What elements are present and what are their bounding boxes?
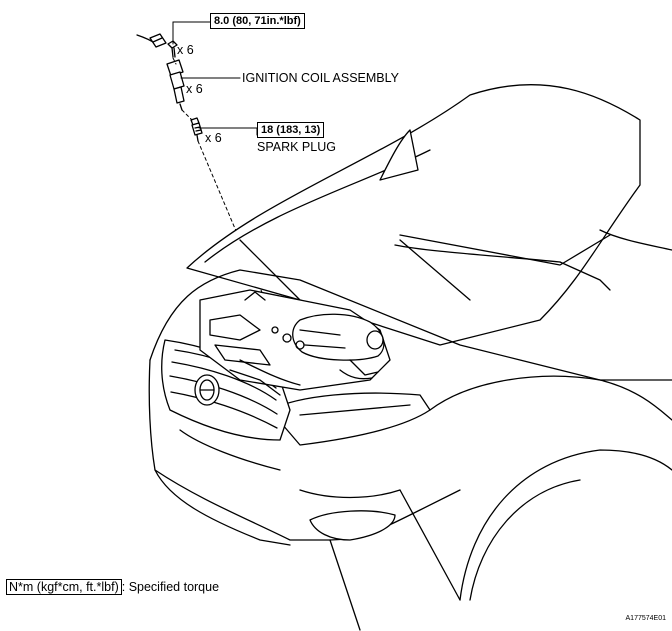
figure-id: A177574E01 <box>625 615 666 622</box>
headlight <box>269 392 431 446</box>
coil-bolt-icon <box>167 40 178 58</box>
connector-wire <box>136 33 167 48</box>
ignition-coil-label: IGNITION COIL ASSEMBLY <box>242 71 399 85</box>
spark-plug-label: SPARK PLUG <box>257 140 336 154</box>
spark-plug-quantity: x 6 <box>205 131 222 145</box>
vehicle-body <box>148 84 672 631</box>
legend-unit-box: N*m (kgf*cm, ft.*lbf) <box>6 579 122 595</box>
spark-plug-torque: 18 (183, 13) <box>257 122 325 138</box>
fog-light <box>309 510 396 541</box>
coil-bolt-torque: 8.0 (80, 71in.*lbf) <box>210 13 305 29</box>
intake-manifold <box>292 313 385 361</box>
spark-plug-icon <box>190 117 203 142</box>
torque-legend: N*m (kgf*cm, ft.*lbf): Specified torque <box>6 579 219 595</box>
ignition-coil-quantity: x 6 <box>186 82 203 96</box>
engine <box>199 289 391 396</box>
legend-text: : Specified torque <box>121 580 220 594</box>
wheel-arch <box>459 449 672 601</box>
ignition-coil-icon <box>166 59 185 111</box>
coil-bolt-quantity: x 6 <box>177 43 194 57</box>
